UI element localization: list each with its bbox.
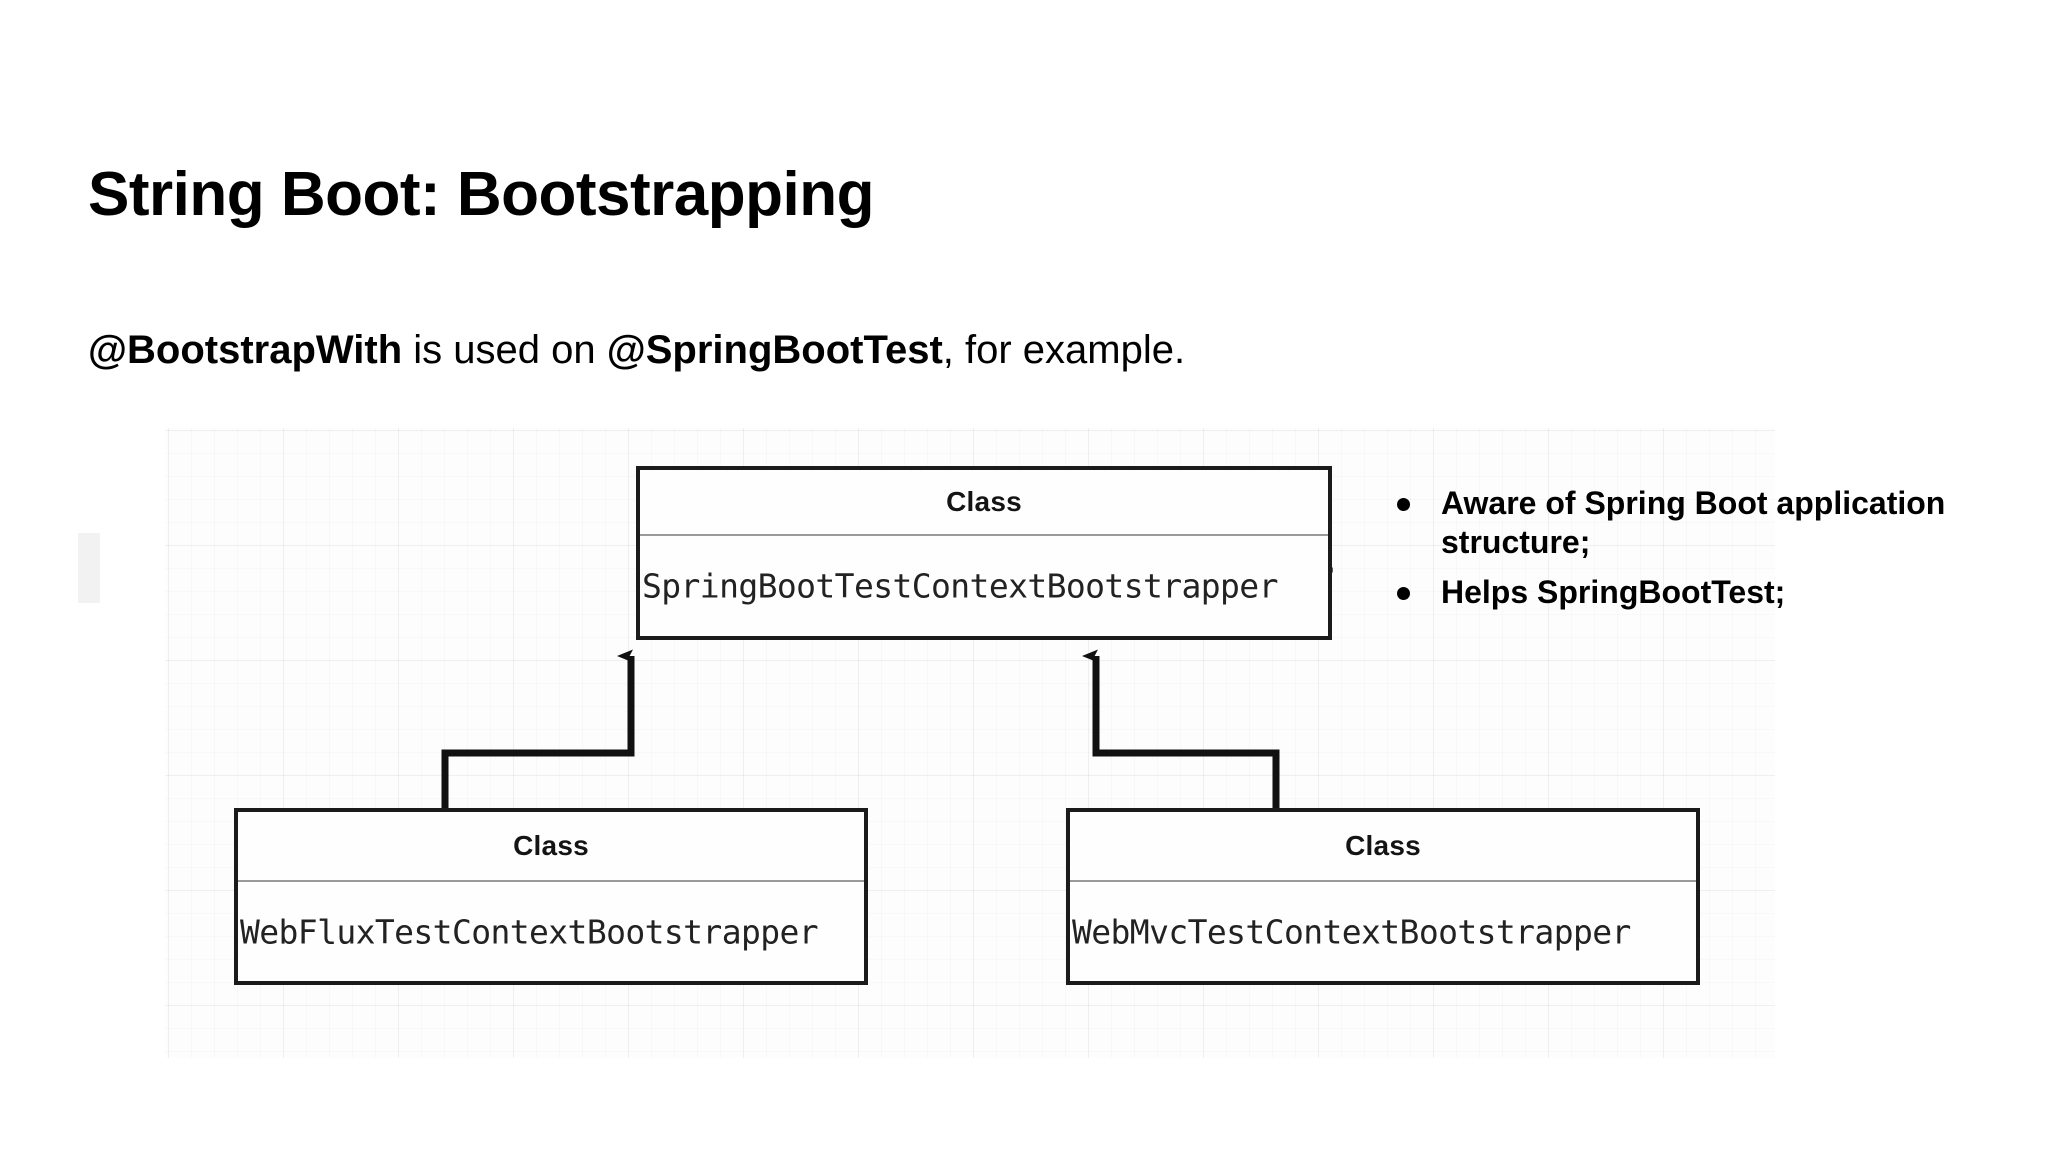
uml-class-name: WebFluxTestContextBootstrapper	[240, 912, 819, 951]
uml-class-stereotype: Class	[640, 470, 1328, 536]
subtitle-text-is-used-on: is used on	[402, 328, 607, 372]
uml-class-name: SpringBootTestContextBootstrapper	[642, 566, 1278, 606]
uml-class-diagram: Class SpringBootTestContextBootstrapper …	[165, 428, 1775, 1058]
uml-class-body: WebMvcTestContextBootstrapper	[1070, 882, 1696, 981]
slide-subtitle: @BootstrapWith is used on @SpringBootTes…	[88, 325, 1185, 375]
uml-class-body: SpringBootTestContextBootstrapper	[640, 536, 1328, 636]
callout-bullet-list: Aware of Spring Boot application structu…	[1345, 484, 2005, 622]
subtitle-text-for-example: , for example.	[942, 328, 1186, 372]
list-item: Aware of Spring Boot application structu…	[1345, 484, 2005, 563]
uml-class-webmvctestcontextbootstrapper[interactable]: Class WebMvcTestContextBootstrapper	[1066, 808, 1700, 985]
uml-class-body: WebFluxTestContextBootstrapper	[238, 882, 864, 981]
generalization-webflux-to-springboot	[441, 649, 635, 808]
generalization-webmvc-to-springboot	[1082, 649, 1280, 808]
diagram-edge-artifact	[78, 533, 100, 603]
list-item: Helps SpringBootTest;	[1345, 573, 2005, 612]
subtitle-annotation-bootstrapwith: @BootstrapWith	[88, 328, 403, 372]
uml-class-springboottestcontextbootstrapper[interactable]: Class SpringBootTestContextBootstrapper	[636, 466, 1332, 640]
uml-class-stereotype: Class	[1070, 812, 1696, 882]
page-title: String Boot: Bootstrapping	[88, 159, 874, 229]
uml-class-stereotype: Class	[238, 812, 864, 882]
subtitle-annotation-springboottest: @SpringBootTest	[606, 328, 943, 372]
uml-class-webfluxtestcontextbootstrapper[interactable]: Class WebFluxTestContextBootstrapper	[234, 808, 868, 985]
uml-class-name: WebMvcTestContextBootstrapper	[1072, 912, 1631, 951]
